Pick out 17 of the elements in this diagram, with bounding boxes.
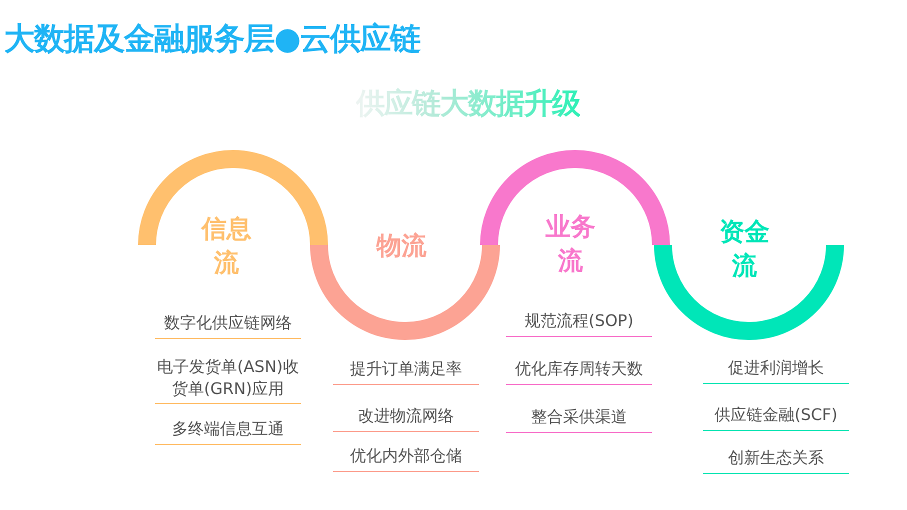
list-item: 提升订单满足率 [333, 358, 479, 385]
list-item: 改进物流网络 [333, 405, 479, 432]
flow-heading: 业务流 [544, 211, 596, 277]
list-item: 供应链金融(SCF) [703, 404, 849, 431]
list-item: 规范流程(SOP) [506, 310, 652, 337]
list-item: 创新生态关系 [703, 447, 849, 474]
list-item: 促进利润增长 [703, 357, 849, 384]
list-item: 数字化供应链网络 [155, 312, 301, 339]
list-item: 整合采供渠道 [506, 406, 652, 433]
list-item: 电子发货单(ASN)收货单(GRN)应用 [155, 356, 301, 404]
flow-heading: 物流 [375, 230, 428, 262]
list-item: 多终端信息互通 [155, 418, 301, 445]
flow-heading: 信息流 [200, 213, 252, 279]
page-title: 大数据及金融服务层●云供应链 [4, 20, 420, 59]
flow-heading: 资金流 [718, 216, 770, 282]
list-item: 优化库存周转天数 [506, 358, 652, 385]
list-item: 优化内外部仓储 [333, 445, 479, 472]
